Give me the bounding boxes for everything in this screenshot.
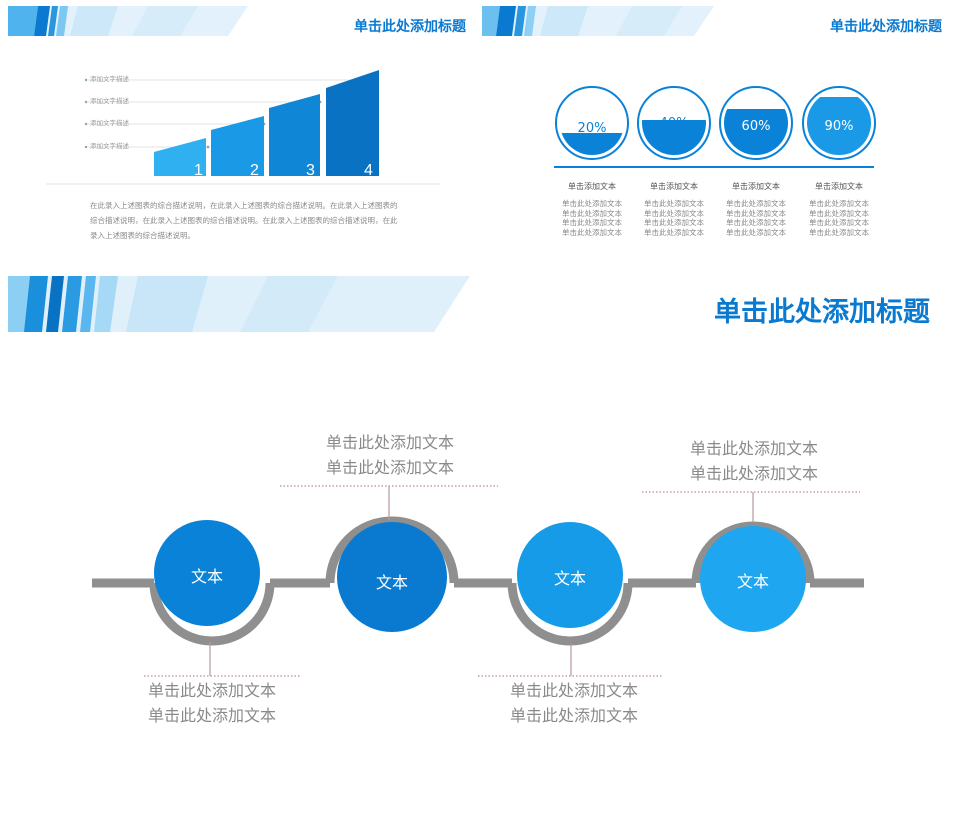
slide-title[interactable]: 单击此处添加标题 <box>354 19 466 35</box>
percent-value-1: 20% <box>577 121 607 136</box>
timeline-node-label-4[interactable]: 文本 <box>736 572 769 591</box>
staircase-chart: 1 2 3 4 <box>154 70 379 179</box>
timeline-node-label-3[interactable]: 文本 <box>553 569 586 588</box>
step-number-2: 2 <box>250 162 259 179</box>
column-heading-2[interactable]: 单击添加文本 <box>650 182 698 191</box>
timeline-caption-3[interactable]: 单击此处添加文本单击此处添加文本 <box>509 681 638 725</box>
step-bar-4 <box>326 70 379 176</box>
percent-circle-4: 90% <box>802 86 876 160</box>
timeline-caption-4[interactable]: 单击此处添加文本单击此处添加文本 <box>689 439 818 483</box>
column-body-1[interactable]: 单击此处添加文本单击此处添加文本单击此处添加文本单击此处添加文本 <box>562 199 622 237</box>
column-body-2[interactable]: 单击此处添加文本单击此处添加文本单击此处添加文本单击此处添加文本 <box>644 199 704 237</box>
slide-title[interactable]: 单击此处添加标题 <box>714 297 930 328</box>
step-number-4: 4 <box>364 162 373 179</box>
timeline-node-1 <box>154 520 260 626</box>
percent-fill-1 <box>560 132 624 155</box>
step-label-4: 添加文字描述 <box>90 75 129 83</box>
step-bar-3 <box>269 94 320 176</box>
percent-circle-3: 60% <box>719 86 793 160</box>
step-label-2: 添加文字描述 <box>90 119 129 127</box>
column-body-4[interactable]: 单击此处添加文本单击此处添加文本单击此处添加文本单击此处添加文本 <box>809 199 869 237</box>
percent-circle-1: 20% <box>555 86 629 160</box>
slide-panel-staircase: 单击此处添加标题 添加文字描述 添加文字描述 添加文字描述 添加文字描述 1 2… <box>8 6 474 258</box>
step-bar-2 <box>211 116 264 176</box>
timeline-track <box>92 485 864 677</box>
header-stripes <box>8 6 248 36</box>
timeline-caption-2[interactable]: 单击此处添加文本单击此处添加文本 <box>325 433 454 477</box>
percent-value-2: 40% <box>659 116 689 131</box>
percent-fill-2 <box>642 119 706 155</box>
step-number-3: 3 <box>306 162 315 179</box>
timeline-node-label-1[interactable]: 文本 <box>190 567 223 586</box>
step-bar-1 <box>154 138 206 176</box>
step-number-1: 1 <box>194 162 203 179</box>
column-heading-4[interactable]: 单击添加文本 <box>815 182 863 191</box>
percent-value-4: 90% <box>824 119 854 134</box>
divider-line <box>554 166 874 168</box>
header-stripes <box>482 6 714 36</box>
step-label-1: 添加文字描述 <box>90 142 129 150</box>
percent-fill-4 <box>807 97 871 155</box>
slide-panel-timeline: 单击此处添加标题 <box>8 276 952 816</box>
column-body-3[interactable]: 单击此处添加文本单击此处添加文本单击此处添加文本单击此处添加文本 <box>726 199 786 237</box>
header-stripes <box>8 276 470 332</box>
timeline-node-3 <box>517 522 623 628</box>
column-heading-3[interactable]: 单击添加文本 <box>732 182 780 191</box>
column-heading-1[interactable]: 单击添加文本 <box>568 182 616 191</box>
timeline-node-2 <box>337 522 447 632</box>
step-label-3: 添加文字描述 <box>90 97 129 105</box>
timeline-caption-1[interactable]: 单击此处添加文本单击此处添加文本 <box>147 681 276 725</box>
slide-panel-percent-circles: 单击此处添加标题 20% 40% 60% 90% 单击添加文本 单击添加文本 单… <box>482 6 952 258</box>
timeline-node-4 <box>700 526 806 632</box>
slide-title[interactable]: 单击此处添加标题 <box>830 19 942 35</box>
percent-fill-3 <box>724 108 788 155</box>
timeline-node-label-2[interactable]: 文本 <box>375 573 408 592</box>
chart-description[interactable]: 在此录入上述图表的综合描述说明，在此录入上述图表的综合描述说明。在此录入上述图表… <box>90 201 398 240</box>
percent-circle-2: 40% <box>637 86 711 160</box>
percent-value-3: 60% <box>741 119 771 134</box>
